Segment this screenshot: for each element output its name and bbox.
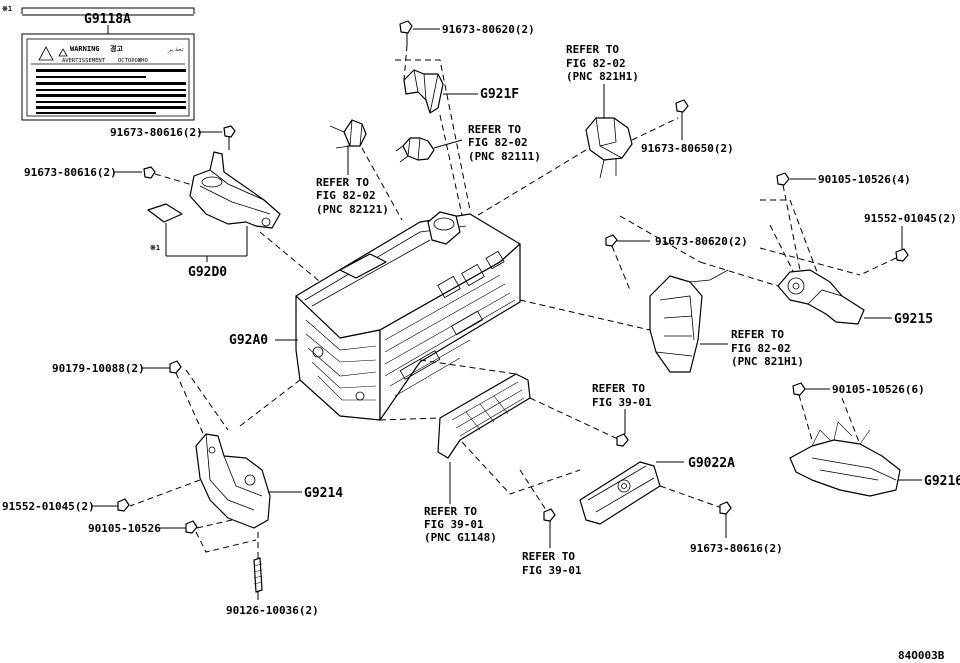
g9216-group: 90105-10526(6) G9216 [789,382,960,497]
bolt-icon [792,382,806,396]
label-g9214: G9214 [304,486,343,501]
russian-warning-word: ОСТОРОЖНО [118,58,148,64]
bolt-icon [605,234,618,247]
label-bolt-10526: 90105-10526 [88,522,161,535]
g9215-group: 90105-10526(4) 91552-01045(2) G9215 [699,172,957,327]
label-g9022a: G9022A [688,456,735,471]
ref-39-right-line1: REFER TO [592,382,645,395]
stud-bolt-icon [253,557,263,593]
bolt-top-group: 91673-80620(2) [399,20,535,45]
ref-39-right-line2: FIG 39-01 [592,396,652,409]
inverter-side-face [379,243,521,421]
ref-82111-line3: (PNC 82111) [468,150,541,163]
ref-821h1-top-line1: REFER TO [566,43,619,56]
label-g9118a: G9118A [84,12,131,27]
ref-82121-group: REFER TO FIG 82-02 (PNC 82121) [316,119,403,221]
label-g9215: G9215 [894,312,933,327]
connector-821h1 [649,275,703,373]
g92d0-cover [189,151,281,229]
g9214-bracket [195,433,271,529]
label-g92a0: G92A0 [229,333,268,348]
label-bolt-80620-top: 91673-80620(2) [442,23,535,36]
ref-821h1-top-line3: (PNC 821H1) [566,70,639,83]
g92d0-cover-group: 91673-80616(2) 91673-80616(2) ※1 G92D0 [24,125,331,291]
warning-word: WARNING [70,45,100,53]
ref-g1148-line1: REFER TO [424,505,477,518]
note-mark-2: ※1 [150,244,160,252]
ref-821h1-mid-line1: REFER TO [731,328,784,341]
label-bolt-10526-4: 90105-10526(4) [818,173,911,186]
label-g921f: G921F [480,87,519,102]
ref-821h1-mid-line2: FIG 82-02 [731,342,791,355]
ref-82111-line2: FIG 82-02 [468,136,528,149]
warning-label-outline [21,33,195,121]
g9022a-group: G9022A 91673-80616(2) [579,456,783,555]
g921f-bracket: G921F [395,44,519,216]
ref-82111-line1: REFER TO [468,123,521,136]
ref-821h1-top-line2: FIG 82-02 [566,57,626,70]
cjk-warning-word: 경고 [110,44,123,53]
bolt-icon [223,125,236,138]
bolt-icon [543,508,556,522]
g9215-bracket [777,269,865,325]
avertissement-word: AVERTISSEMENT [62,58,106,64]
ref-82121-line3: (PNC 82121) [316,203,389,216]
bolt-icon [616,433,629,447]
note-mark: ※1 [2,5,12,13]
warning-label-inner [26,38,190,117]
bolt-icon [399,20,413,34]
label-bolt-10036: 90126-10036(2) [226,604,319,617]
label-bolt-10088: 90179-10088(2) [52,362,145,375]
ref-g1148-line2: FIG 39-01 [424,518,484,531]
bolt-icon [143,166,156,179]
label-bolt-80650: 91673-80650(2) [641,142,734,155]
g9216-guard [789,439,901,497]
bolt-icon [776,172,790,186]
ref-821h1-top-group: REFER TO FIG 82-02 (PNC 821H1) [469,43,679,221]
bolt-80650-group: 91673-80650(2) [641,99,734,155]
diagram-code: 84O003B [898,649,945,662]
bolt-icon [169,360,182,374]
inverter-front-face [295,295,381,421]
bolt-icon [117,498,130,512]
bolt-icon [719,501,732,515]
label-g9216: G9216 [924,474,960,489]
label-g92d0: G92D0 [188,265,227,280]
ref-39-bottom-line1: REFER TO [522,550,575,563]
ref-39-bottom-line2: FIG 39-01 [522,564,582,577]
label-bolt-80616-c: 91673-80616(2) [690,542,783,555]
warning-triangle-icon [38,46,54,61]
ref-82121-line1: REFER TO [316,176,369,189]
label-bolt-80616-b: 91673-80616(2) [24,166,117,179]
label-patch [147,203,183,223]
ref-82121-line2: FIG 82-02 [316,189,376,202]
label-bolt-10526-6: 90105-10526(6) [832,383,925,396]
lower-ecu-group: REFER TO FIG 39-01 REFER TO FIG 39-01 (P… [379,359,652,577]
ref-821h1-mid-line3: (PNC 821H1) [731,355,804,368]
warning-small-triangle-icon [58,48,68,57]
inverter-assembly: G92A0 [229,211,521,421]
warning-text-lines [36,69,186,114]
ref-g1148-line3: (PNC G1148) [424,531,497,544]
g9022a-cover [579,461,661,525]
label-bolt-80620-mid: 91673-80620(2) [655,235,748,248]
bolt-icon [185,520,198,534]
ref-821h1-mid-group: 91673-80620(2) REFER TO FIG 82-02 (PNC 8… [519,215,804,373]
arabic-warning-word: تحذير [167,47,185,53]
ecu-cover [437,373,531,459]
bolt-icon [675,99,689,113]
warning-label-group: ※1 G9118A WARNING AVERTISSEMENT 경고 تحذير… [2,5,195,121]
label-bolt-80616-a: 91673-80616(2) [110,126,203,139]
label-bolt-01045-right: 91552-01045(2) [864,212,957,225]
g9214-group: 90179-10088(2) G9214 91552-01045(2) 9010… [2,360,343,617]
label-bolt-01045-left: 91552-01045(2) [2,500,95,513]
bolt-icon [895,248,909,262]
ref-82111-group: REFER TO FIG 82-02 (PNC 82111) [395,123,541,163]
